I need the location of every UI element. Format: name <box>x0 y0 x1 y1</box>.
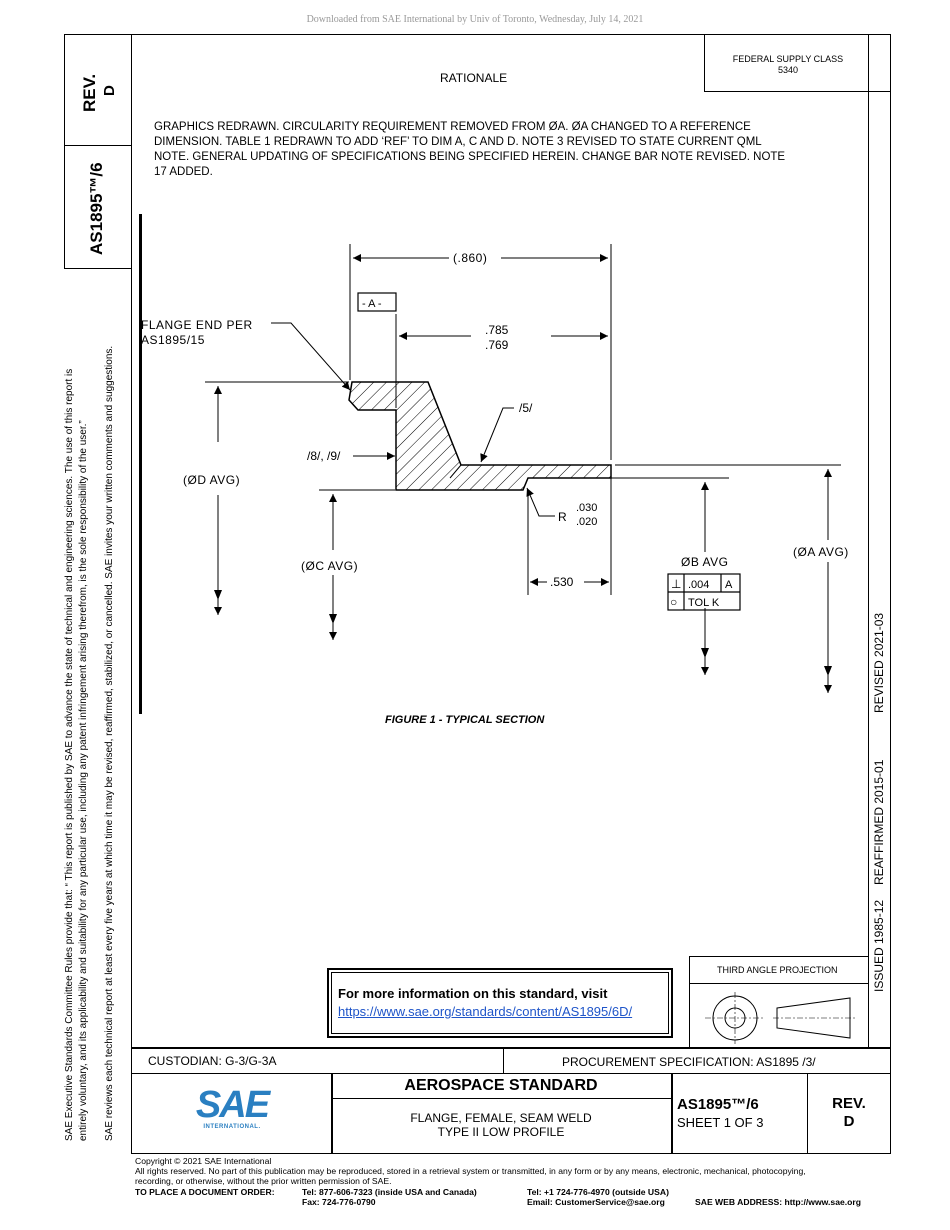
aerospace-heading: AEROSPACE STANDARD <box>404 1077 598 1094</box>
custodian-text: CUSTODIAN: G-3/G-3A <box>148 1054 277 1068</box>
title-block-divider-2 <box>671 1073 673 1154</box>
side-notice-line1: SAE Executive Standards Committee Rules … <box>64 368 75 1141</box>
dim-530-label: .530 <box>550 575 574 589</box>
footer-email: Email: CustomerService@sae.org <box>527 1197 665 1207</box>
supply-class-box <box>704 34 891 92</box>
note-5-label: /5/ <box>519 401 533 415</box>
title-block-divider-1 <box>331 1073 333 1154</box>
footer-rights-1: All rights reserved. No part of this pub… <box>135 1166 806 1176</box>
title-block-underline <box>331 1098 671 1099</box>
note-89-label: /8/, /9/ <box>307 449 341 463</box>
side-notice-line3: SAE reviews each technical report at lea… <box>104 345 115 1141</box>
projection-divider <box>689 983 869 984</box>
page-frame <box>131 34 891 1048</box>
projection-label: THIRD ANGLE PROJECTION <box>717 965 838 975</box>
title-rev-label: REV. <box>832 1095 866 1112</box>
rationale-title: RATIONALE <box>440 71 508 85</box>
info-box <box>327 968 673 1038</box>
footer-tel-outside: Tel: +1 724-776-4970 (outside USA) <box>527 1187 669 1197</box>
left-docnum-box <box>64 145 132 269</box>
sheet-number: SHEET 1 OF 3 <box>677 1115 764 1130</box>
fcf-circ-value: TOL K <box>688 597 720 609</box>
flange-end-label-1: FLANGE END PER <box>141 318 253 332</box>
r-030-label: .030 <box>576 502 597 514</box>
side-notice-line2: entirely voluntary, and its applicabilit… <box>78 420 89 1141</box>
dim-769-label: .769 <box>485 338 509 352</box>
supply-class-line1: FEDERAL SUPPLY CLASS <box>732 54 844 64</box>
title-line-2: TYPE II LOW PROFILE <box>437 1125 565 1139</box>
flange-end-label-2: AS1895/15 <box>141 333 205 347</box>
sae-logo-sub: INTERNATIONAL. <box>203 1124 261 1130</box>
date-issued: ISSUED 1985-12 <box>872 899 886 992</box>
title-doc-number: AS1895™/6 <box>677 1096 759 1113</box>
title-line-1: FLANGE, FEMALE, SEAM WELD <box>410 1111 592 1125</box>
left-rev-label: REV. <box>80 73 99 112</box>
rationale-line: DIMENSION. TABLE 1 REDRAWN TO ADD ‘REF’ … <box>154 136 762 148</box>
oa-avg-label: (ØA AVG) <box>793 545 849 559</box>
info-link[interactable]: https://www.sae.org/standards/content/AS… <box>338 1004 633 1019</box>
date-revised: REVISED 2021-03 <box>872 612 886 713</box>
supply-class-line2: 5340 <box>777 65 799 75</box>
download-note: Downloaded from SAE International by Uni… <box>306 14 644 25</box>
left-rev-letter: D <box>101 85 118 96</box>
datum-a-box <box>357 292 397 312</box>
procurement-text: PROCUREMENT SPECIFICATION: AS1895 /3/ <box>562 1055 816 1069</box>
rationale-body: GRAPHICS REDRAWN. CIRCULARITY REQUIREMEN… <box>154 120 785 180</box>
r-label: R <box>558 510 567 524</box>
right-column-line <box>868 34 869 1048</box>
rationale-line: 17 ADDED. <box>154 166 213 178</box>
fcf-perp-value: .004 <box>688 579 709 591</box>
flange-section <box>348 381 612 491</box>
r-020-label: .020 <box>576 516 597 528</box>
supply-class: FEDERAL SUPPLY CLASS 5340 <box>704 54 872 76</box>
footer-fax: Fax: 724-776-0790 <box>302 1197 376 1207</box>
date-reaffirmed: REAFFIRMED 2015-01 <box>872 759 886 885</box>
dim-860-label: (.860) <box>453 251 487 265</box>
fcf-perp-symbol: ⊥ <box>671 577 681 591</box>
left-doc-number: AS1895™/6 <box>87 162 106 255</box>
od-avg-label: (ØD AVG) <box>183 473 240 487</box>
footer-rights-2: recording, or otherwise, without the pri… <box>135 1176 392 1186</box>
footer-copyright: Copyright © 2021 SAE International <box>135 1156 272 1166</box>
fcf-circ-symbol: ○ <box>670 595 677 609</box>
section-drawing: (.860) - A - .785 .769 FLANGE END PER AS… <box>141 244 849 693</box>
change-bar <box>139 214 142 714</box>
title-rev-letter: D <box>843 1113 855 1130</box>
dim-785-label: .785 <box>485 323 509 337</box>
footer: Copyright © 2021 SAE International All r… <box>135 1156 806 1186</box>
datum-a-label: - A - <box>362 298 382 310</box>
figure-caption: FIGURE 1 - TYPICAL SECTION <box>385 714 545 726</box>
info-box-inner <box>331 972 669 1034</box>
rationale-line: NOTE. GENERAL UPDATING OF SPECIFICATIONS… <box>154 151 786 163</box>
custodian-divider <box>503 1048 504 1074</box>
footer-tel-usa: Tel: 877-606-7323 (inside USA and Canada… <box>302 1187 477 1197</box>
projection-symbol <box>705 992 855 1044</box>
footer-order-label: TO PLACE A DOCUMENT ORDER: <box>135 1187 275 1197</box>
ob-avg-label: ØB AVG <box>681 555 728 569</box>
sae-logo-letters: SAE <box>195 1084 270 1126</box>
title-block <box>131 1073 891 1154</box>
footer-web: SAE WEB ADDRESS: http://www.sae.org <box>695 1197 861 1207</box>
fcf-perp-datum: A <box>725 579 733 591</box>
rationale-line: GRAPHICS REDRAWN. CIRCULARITY REQUIREMEN… <box>154 121 751 133</box>
info-text: For more information on this standard, v… <box>338 986 608 1001</box>
title-block-divider-3 <box>807 1073 808 1154</box>
sae-logo: SAE INTERNATIONAL. <box>190 1086 274 1130</box>
oc-avg-label: (ØC AVG) <box>301 559 358 573</box>
